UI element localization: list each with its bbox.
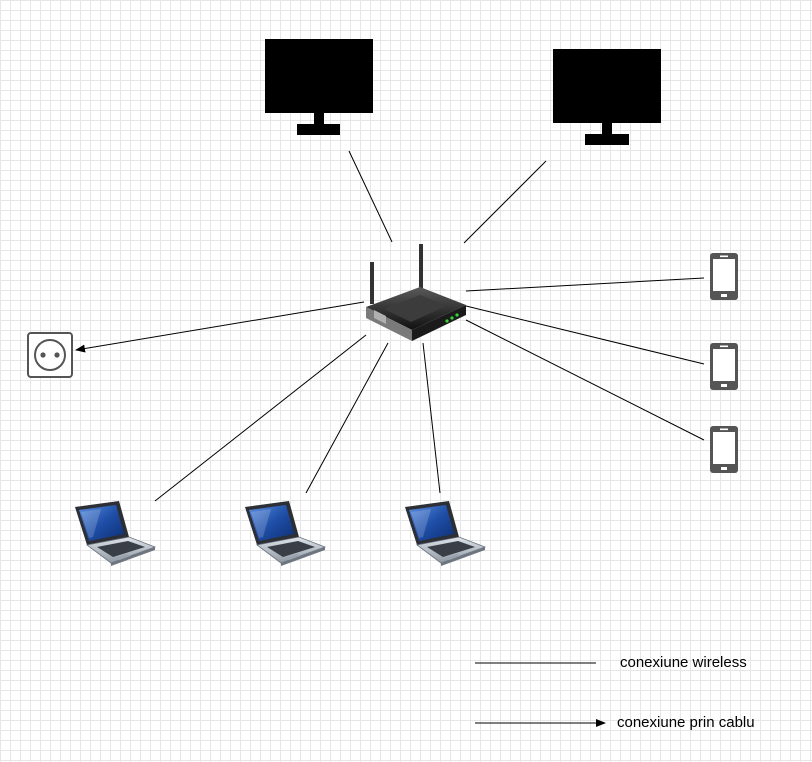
wireless-link-monitor-2: [463, 160, 547, 244]
laptop-2: [244, 500, 326, 567]
socket-hole-left: [40, 352, 46, 358]
wireless-link-phone-1: [465, 277, 705, 292]
wireless-router: [366, 244, 466, 341]
monitor-2: [553, 49, 661, 145]
cable-link-power-socket: [75, 301, 365, 353]
wireless-link-monitor-1: [348, 150, 393, 243]
phone-3: [710, 426, 738, 473]
wireless-link-laptop-3: [422, 342, 441, 494]
phone-1: [710, 253, 738, 300]
wireless-link-laptop-2: [305, 342, 389, 494]
legend: [475, 662, 606, 727]
connections: [75, 150, 705, 502]
wireless-link-laptop-1: [154, 334, 367, 502]
power-socket: [27, 332, 73, 378]
router-antenna-right: [419, 244, 423, 294]
router-antenna-left: [370, 262, 374, 304]
wireless-link-phone-3: [465, 319, 705, 441]
monitor-1: [265, 39, 373, 135]
phone-2: [710, 343, 738, 390]
socket-hole-right: [54, 352, 60, 358]
laptop-3: [404, 500, 486, 567]
wireless-link-phone-2: [465, 305, 705, 365]
legend-wireless-label: conexiune wireless: [620, 654, 747, 671]
legend-cable-label: conexiune prin cablu: [617, 714, 755, 731]
laptop-1: [74, 500, 156, 567]
